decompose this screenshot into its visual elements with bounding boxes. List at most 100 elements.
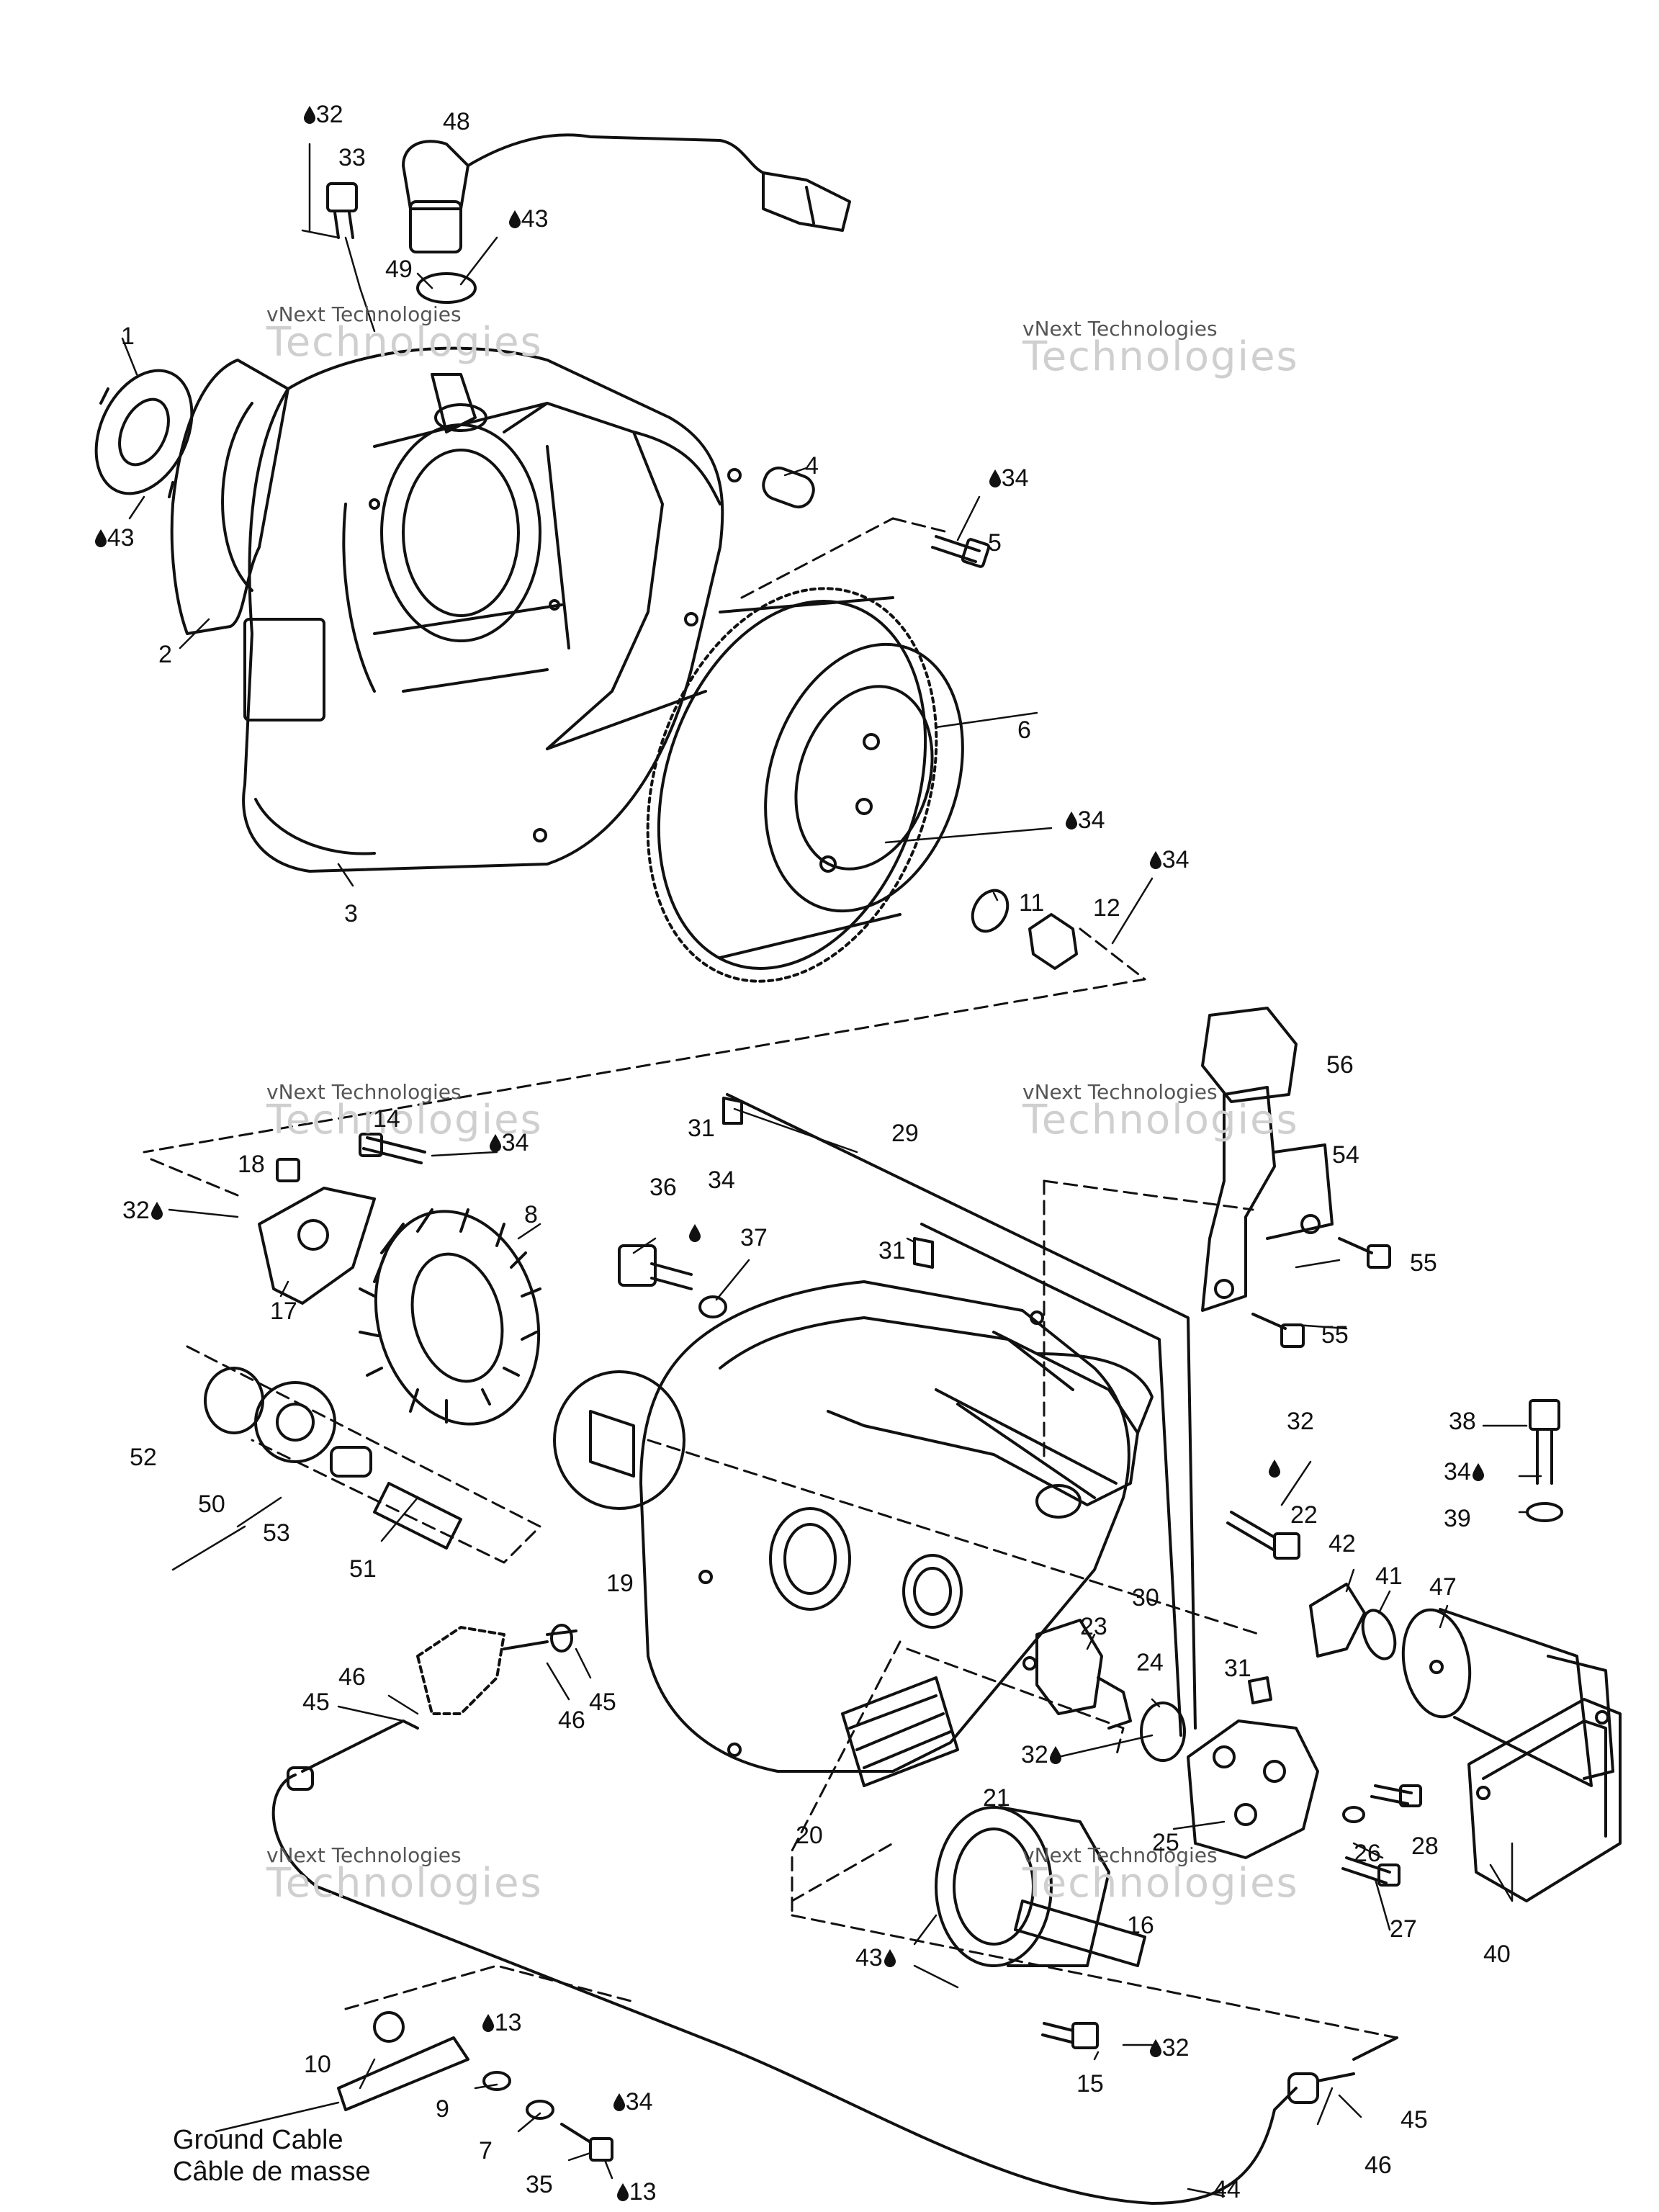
drop-icon <box>616 2178 629 2206</box>
callout-24: 24 <box>1136 1649 1164 1676</box>
callout-55: 55 <box>1410 1249 1437 1277</box>
throttle-lever <box>416 1626 505 1715</box>
callout-36: 36 <box>649 1174 677 1201</box>
callout-29: 29 <box>891 1120 919 1147</box>
callout-32: 32 <box>302 101 343 128</box>
cable-clip-31c <box>1248 1676 1272 1704</box>
callout-43: 43 <box>855 1944 896 1972</box>
lock-washer-10 <box>373 2011 405 2043</box>
alignment-lines-upper <box>143 517 1146 1154</box>
cover-21 <box>935 1806 1110 1967</box>
sensor-48 <box>402 133 851 253</box>
callout-6: 6 <box>1017 716 1031 744</box>
drop-icon <box>1471 1458 1485 1485</box>
cable-end-45-46-right <box>503 1624 577 1653</box>
flywheel-6 <box>646 587 964 983</box>
drop-icon <box>988 464 1002 492</box>
ground-cable-caption-fr: Câble de masse <box>173 2157 371 2187</box>
callout-46: 46 <box>558 1707 585 1734</box>
callout-31: 31 <box>878 1237 906 1264</box>
drop-icon <box>612 2088 626 2116</box>
drop-icon <box>302 101 316 128</box>
callout-22: 22 <box>1290 1501 1318 1529</box>
screw-5 <box>931 535 991 568</box>
callout-43: 43 <box>508 205 549 233</box>
drop-icon <box>481 2009 495 2036</box>
callout-32: 32 <box>1021 1741 1062 1768</box>
callout-31: 31 <box>1224 1655 1251 1682</box>
callout-17: 17 <box>270 1298 297 1325</box>
washer-41 <box>1361 1609 1397 1660</box>
drop-icon <box>1048 1741 1062 1768</box>
callout-25: 25 <box>1152 1829 1179 1856</box>
callout-32: 32 <box>122 1197 163 1224</box>
callout-45: 45 <box>1401 2106 1428 2134</box>
drop-icon <box>1148 2034 1162 2062</box>
callout-42: 42 <box>1328 1530 1356 1557</box>
callout-2: 2 <box>158 641 172 668</box>
screw-36 <box>618 1244 693 1290</box>
callout-52: 52 <box>130 1444 157 1471</box>
callout-7: 7 <box>479 2137 493 2164</box>
screw-22 <box>1226 1511 1300 1560</box>
drop-icon <box>1064 806 1078 834</box>
washer-26 <box>1342 1806 1365 1823</box>
mounting-plate-54 <box>1201 1086 1334 1312</box>
callout-8: 8 <box>524 1201 538 1228</box>
callout-34: 34 <box>612 2088 653 2116</box>
ground-cable <box>337 2036 554 2120</box>
callout-54: 54 <box>1332 1141 1359 1169</box>
callout-14: 14 <box>373 1105 400 1133</box>
screw-35 <box>560 2123 613 2162</box>
callout-13: 13 <box>481 2009 522 2036</box>
screw-55-lower <box>1251 1313 1305 1348</box>
bolt-38 <box>1529 1399 1560 1485</box>
screw-15 <box>1041 2022 1099 2049</box>
callout-44: 44 <box>1213 2176 1241 2203</box>
washer-39 <box>1526 1502 1563 1522</box>
callout-41: 41 <box>1375 1563 1403 1590</box>
magneto-cover-19-20 <box>639 1280 1154 1787</box>
callout-23: 23 <box>1080 1613 1107 1640</box>
callout-32-drop <box>1267 1455 1281 1482</box>
washer-11 <box>971 889 1010 933</box>
shaft-16 <box>1014 1899 1146 1967</box>
callout-45: 45 <box>589 1689 616 1716</box>
washer-37 <box>698 1295 727 1318</box>
cable-30 <box>920 1223 1182 1737</box>
callout-34: 34 <box>988 464 1029 492</box>
drop-icon <box>508 205 521 233</box>
callout-47: 47 <box>1429 1573 1457 1601</box>
callout-51: 51 <box>349 1555 377 1583</box>
drop-icon <box>1267 1455 1281 1482</box>
callout-28: 28 <box>1411 1833 1439 1860</box>
callout-34: 34 <box>1064 806 1105 834</box>
callout-30: 30 <box>1132 1584 1159 1611</box>
callout-34-drop <box>688 1219 701 1246</box>
o-ring-49 <box>416 272 477 304</box>
callout-53: 53 <box>263 1519 290 1547</box>
solenoid-bracket-25 <box>1187 1719 1319 1859</box>
callout-34: 34 <box>1444 1458 1485 1485</box>
callout-46: 46 <box>338 1663 366 1691</box>
terminal-cover-56 <box>1201 1007 1298 1103</box>
drop-icon <box>94 524 107 552</box>
callout-15: 15 <box>1076 2070 1104 2098</box>
callout-40: 40 <box>1483 1941 1511 1968</box>
magneto-housing-3 <box>242 346 742 873</box>
callout-11: 11 <box>1019 889 1045 917</box>
callout-4: 4 <box>805 452 819 480</box>
callout-37: 37 <box>740 1224 768 1251</box>
leader-lines-lower <box>168 1107 1542 2198</box>
callout-19: 19 <box>606 1570 634 1597</box>
stator-connector <box>553 1370 685 1510</box>
callout-12: 12 <box>1093 894 1120 922</box>
cable-29 <box>726 1093 1197 1730</box>
starter-motor-47 <box>1401 1608 1614 1787</box>
drive-gear-23 <box>1035 1619 1132 1730</box>
callout-34: 34 <box>488 1129 529 1156</box>
leader-lines-upper <box>121 143 1154 945</box>
screw-33 <box>326 182 358 239</box>
